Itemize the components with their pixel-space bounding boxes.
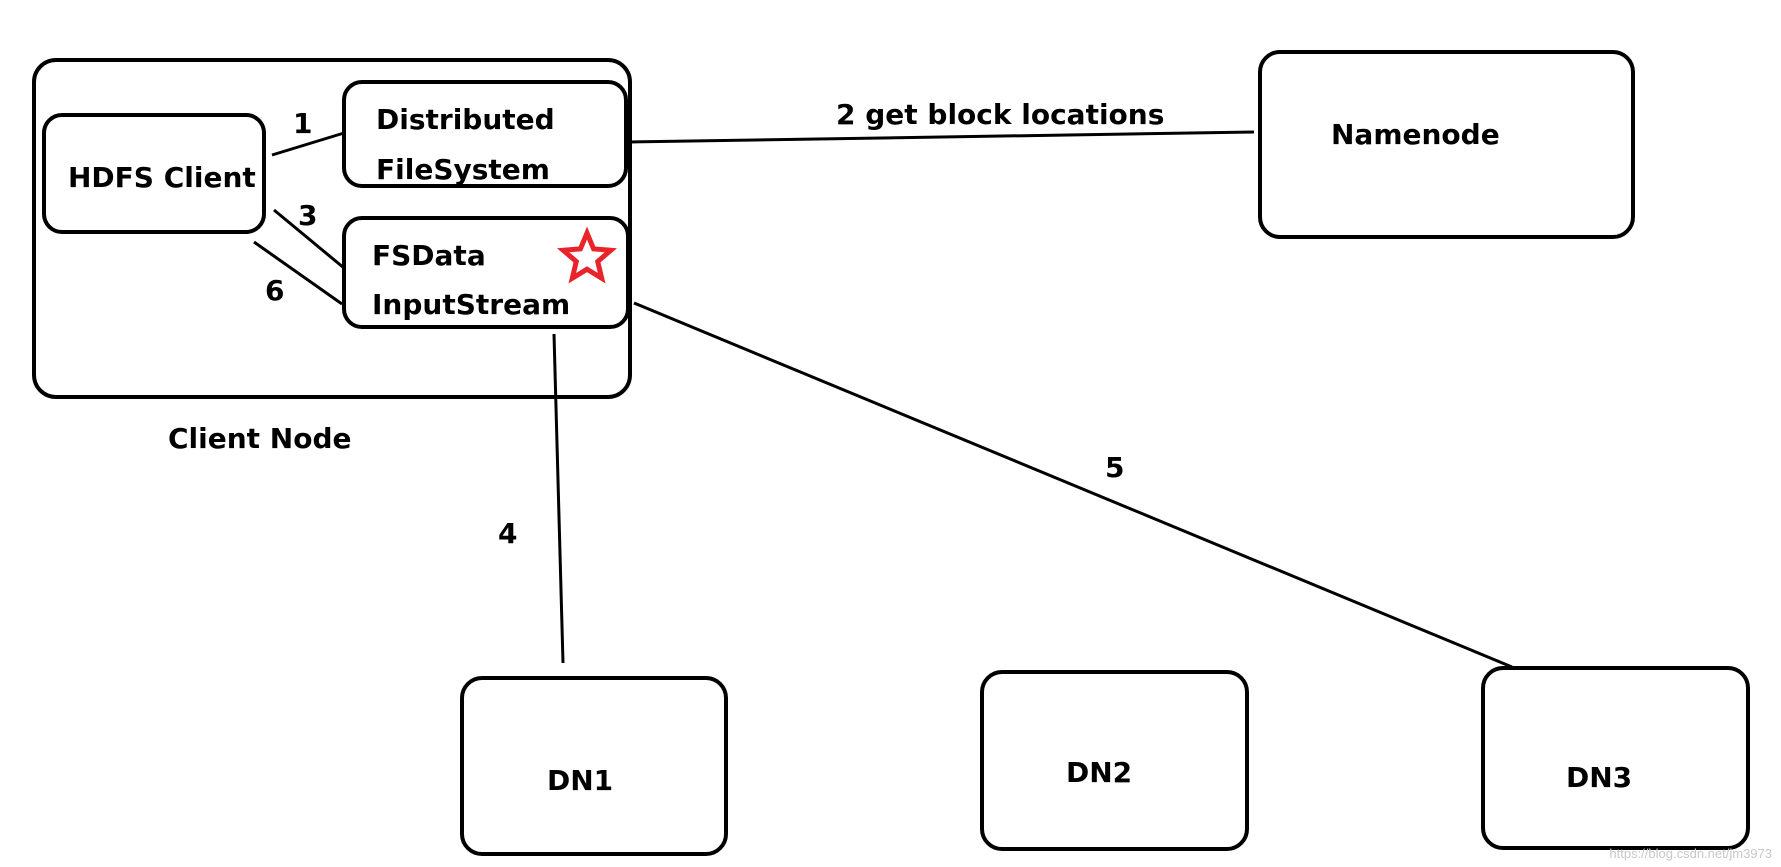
watermark-text: https://blog.csdn.net/jm3973	[1609, 846, 1772, 861]
hdfs-client-label: HDFS Client	[68, 161, 256, 194]
edge-6-line	[253, 240, 343, 306]
hdfs-client-box	[42, 113, 266, 234]
edge-2-label: 2 get block locations	[836, 98, 1164, 131]
edge-5-label: 5	[1105, 451, 1124, 484]
edge-2-line	[629, 130, 1255, 144]
dn2-label: DN2	[1066, 756, 1132, 789]
dn1-label: DN1	[547, 764, 613, 797]
edge-4-label: 4	[498, 517, 517, 550]
edge-6-label: 6	[265, 274, 284, 307]
namenode-label: Namenode	[1331, 118, 1500, 151]
fsdata-inputstream-label-line1: FSData	[372, 239, 486, 272]
fsdata-inputstream-box	[342, 216, 630, 329]
namenode-box	[1258, 50, 1635, 239]
client-node-caption: Client Node	[168, 422, 352, 455]
star-icon	[557, 226, 617, 284]
dn2-box	[980, 670, 1249, 851]
edge-3-label: 3	[298, 199, 317, 232]
fsdata-inputstream-label-line2: InputStream	[372, 288, 570, 321]
dn3-box	[1481, 666, 1750, 850]
distributed-filesystem-label-line1: Distributed	[376, 103, 555, 136]
edge-3-line	[273, 208, 345, 270]
edge-4-line	[552, 333, 565, 664]
distributed-filesystem-label-line2: FileSystem	[376, 153, 550, 186]
edge-5-line	[633, 301, 1513, 669]
edge-1-line	[271, 131, 345, 157]
dn3-label: DN3	[1566, 761, 1632, 794]
dn1-box	[460, 676, 728, 856]
edge-1-label: 1	[293, 107, 312, 140]
